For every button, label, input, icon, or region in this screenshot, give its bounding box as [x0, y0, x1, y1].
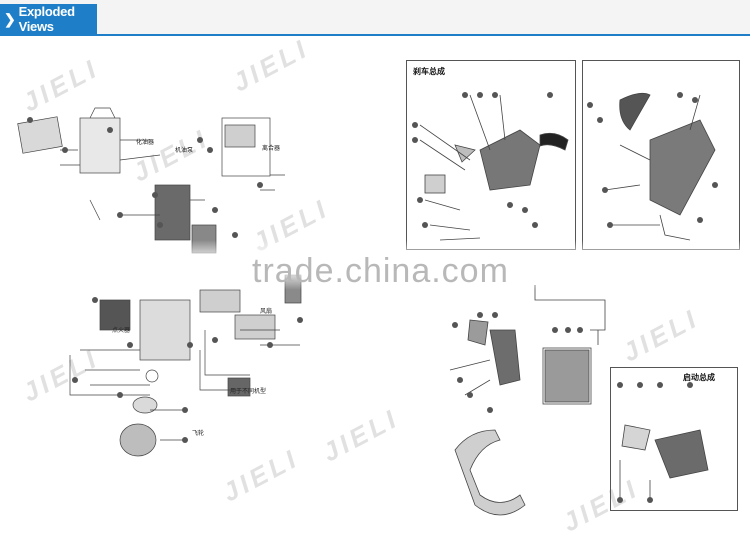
part-label: 风扇	[260, 309, 273, 315]
starter-assembly-label: 启动总成	[683, 373, 715, 382]
part-label: 离合器	[262, 146, 281, 152]
watermark-site: trade.china.com	[252, 252, 509, 290]
part-label: 飞轮	[192, 431, 205, 437]
tab-label: Exploded Views	[18, 4, 75, 34]
part-label: 机油泵	[175, 148, 194, 154]
different-models-label: 用于不同机型	[230, 389, 267, 395]
part-label: 点火器	[112, 328, 131, 334]
part-label: 化油器	[136, 140, 155, 146]
header-divider	[0, 34, 750, 36]
chevron-right-icon: ❯	[4, 10, 16, 27]
starter-assembly-panel: 启动总成	[610, 367, 738, 511]
watermark-band	[0, 240, 750, 290]
brake-assembly-label: 刹车总成	[413, 67, 445, 76]
tab-exploded-views[interactable]: ❯ Exploded Views	[0, 4, 97, 34]
page-header: ❯ Exploded Views	[0, 0, 750, 36]
